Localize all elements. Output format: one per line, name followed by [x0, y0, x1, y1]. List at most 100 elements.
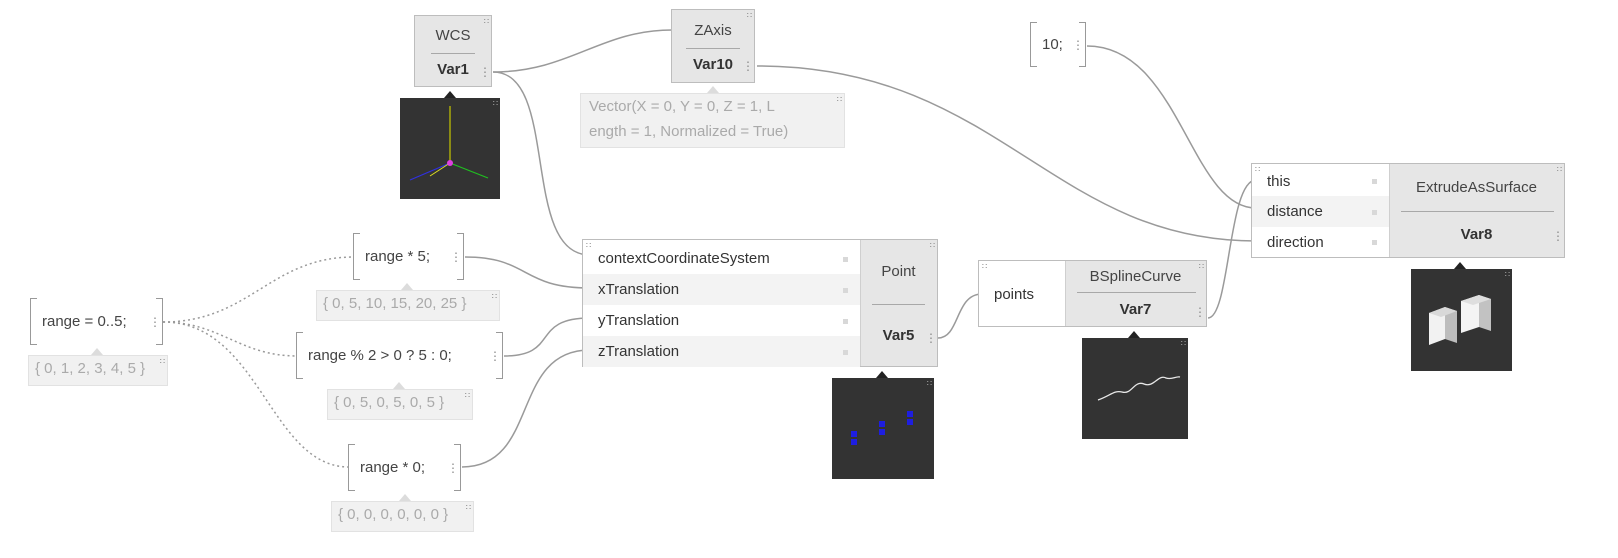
- code-text[interactable]: range * 5;: [365, 248, 431, 265]
- menu-corner-icon[interactable]: ∷: [465, 503, 471, 512]
- node-variable: Var8: [1460, 226, 1493, 243]
- point-node[interactable]: ∷ contextCoordinateSystem xTranslation y…: [582, 239, 938, 367]
- bspline-geometry-viewer[interactable]: ∷: [1082, 338, 1188, 439]
- divider: [686, 48, 740, 49]
- code-block-range-times-five[interactable]: range * 5; ⋮: [353, 233, 464, 280]
- dot-icon: [1372, 240, 1377, 245]
- menu-corner-icon[interactable]: ∷: [982, 262, 987, 271]
- dot-icon: [1372, 179, 1377, 184]
- wire-range5-to-xtrans: [464, 256, 591, 289]
- zaxis-node[interactable]: ∷ ZAxis Var10 ⋮: [671, 9, 755, 83]
- node-variable: Var7: [1119, 301, 1152, 318]
- menu-corner-icon[interactable]: ∷: [483, 17, 489, 26]
- code-block-ten[interactable]: 10; ⋮: [1030, 22, 1086, 67]
- output-grip-icon[interactable]: ⋮: [1552, 229, 1564, 243]
- input-port-this[interactable]: this: [1252, 166, 1389, 196]
- wire-wcs-to-context: [492, 71, 591, 256]
- preview-caret-icon: [393, 382, 405, 389]
- wire-range-to-range5: [162, 256, 355, 323]
- node-variable: Var1: [437, 61, 469, 78]
- input-port-points[interactable]: points: [994, 286, 1035, 303]
- code-text[interactable]: range % 2 > 0 ? 5 : 0;: [308, 347, 452, 364]
- wcs-geometry-viewer[interactable]: ∷: [400, 98, 500, 199]
- preview-caret-icon: [1454, 262, 1466, 269]
- menu-corner-icon[interactable]: ∷: [1180, 339, 1186, 348]
- output-grip-icon[interactable]: ⋮: [742, 59, 754, 73]
- code-block-range-times-zero[interactable]: range * 0; ⋮: [348, 444, 461, 491]
- wire-range0-to-ztrans: [461, 349, 591, 468]
- wire-zaxis-to-direction: [756, 65, 1257, 242]
- spline-curve-icon: [1097, 376, 1181, 401]
- preview-caret-icon: [876, 371, 888, 378]
- point-markers-icon: [851, 411, 913, 445]
- divider: [431, 53, 475, 54]
- dot-icon: [843, 287, 848, 293]
- range-times-zero-preview: { 0, 0, 0, 0, 0, 0 } ∷: [331, 501, 474, 532]
- menu-corner-icon[interactable]: ∷: [1255, 165, 1260, 174]
- preview-caret-icon: [91, 348, 103, 355]
- input-port-ytranslation[interactable]: yTranslation: [583, 305, 860, 336]
- preview-caret-icon: [401, 283, 413, 290]
- menu-corner-icon[interactable]: ∷: [491, 292, 497, 301]
- dot-icon: [1372, 209, 1377, 215]
- wire-bspline-to-this: [1207, 179, 1257, 319]
- output-grip-icon[interactable]: ⋮: [447, 461, 459, 475]
- menu-corner-icon[interactable]: ∷: [1556, 165, 1562, 174]
- output-grip-icon[interactable]: ⋮: [925, 331, 937, 345]
- menu-corner-icon[interactable]: ∷: [159, 357, 165, 366]
- extrude-node[interactable]: ∷ this distance direction ∷ ExtrudeAsSur…: [1251, 163, 1565, 258]
- node-title: ZAxis: [694, 22, 732, 39]
- preview-caret-icon: [444, 91, 456, 98]
- dot-icon: [843, 349, 848, 355]
- code-text[interactable]: range * 0;: [360, 459, 426, 476]
- menu-corner-icon[interactable]: ∷: [929, 241, 935, 250]
- extrude-input-ports: ∷ this distance direction: [1252, 164, 1390, 257]
- divider: [1401, 211, 1554, 212]
- menu-corner-icon[interactable]: ∷: [492, 99, 498, 108]
- node-variable: Var5: [882, 327, 915, 344]
- node-title: ExtrudeAsSurface: [1416, 179, 1537, 196]
- dot-icon: [843, 318, 848, 324]
- extrude-geometry-viewer[interactable]: ∷: [1411, 269, 1512, 371]
- menu-corner-icon[interactable]: ∷: [836, 95, 842, 104]
- output-grip-icon[interactable]: ⋮: [1072, 38, 1084, 52]
- input-port-distance[interactable]: distance: [1252, 196, 1389, 227]
- menu-corner-icon[interactable]: ∷: [746, 11, 752, 20]
- menu-corner-icon[interactable]: ∷: [1198, 262, 1204, 271]
- point-geometry-viewer[interactable]: ∷: [832, 378, 934, 479]
- input-port-direction[interactable]: direction: [1252, 227, 1389, 257]
- input-port-context[interactable]: contextCoordinateSystem: [583, 243, 860, 274]
- menu-corner-icon[interactable]: ∷: [926, 379, 932, 388]
- code-text[interactable]: range = 0..5;: [42, 313, 127, 330]
- extruded-surface-icon: [1429, 295, 1491, 345]
- range-value-preview: { 0, 1, 2, 3, 4, 5 } ∷: [28, 355, 168, 386]
- input-port-ztranslation[interactable]: zTranslation: [583, 336, 860, 367]
- menu-corner-icon[interactable]: ∷: [1504, 270, 1510, 279]
- node-title: WCS: [435, 27, 471, 44]
- divider: [1077, 292, 1196, 293]
- preview-caret-icon: [707, 86, 719, 93]
- output-grip-icon[interactable]: ⋮: [149, 315, 161, 329]
- coordinate-axes-icon: [409, 106, 489, 181]
- input-port-xtranslation[interactable]: xTranslation: [583, 274, 860, 305]
- node-title: Point: [881, 263, 916, 280]
- wire-point-to-bspline: [937, 293, 983, 339]
- code-block-range[interactable]: range = 0..5; ⋮: [30, 298, 163, 345]
- code-text[interactable]: 10;: [1042, 36, 1063, 53]
- code-block-range-mod[interactable]: range % 2 > 0 ? 5 : 0; ⋮: [296, 332, 503, 379]
- output-grip-icon[interactable]: ⋮: [1194, 305, 1206, 319]
- wcs-node[interactable]: ∷ WCS Var1 ⋮: [414, 15, 492, 87]
- output-grip-icon[interactable]: ⋮: [489, 349, 501, 363]
- node-variable: Var10: [692, 56, 734, 73]
- dot-icon: [843, 256, 848, 262]
- output-grip-icon[interactable]: ⋮: [450, 250, 462, 264]
- menu-corner-icon[interactable]: ∷: [464, 391, 470, 400]
- node-title: BSplineCurve: [1089, 268, 1182, 285]
- output-grip-icon[interactable]: ⋮: [479, 65, 491, 79]
- bspline-node[interactable]: ∷ points ∷ BSplineCurve Var7 ⋮: [978, 260, 1207, 327]
- zaxis-value-preview: ∷ Vector(X = 0, Y = 0, Z = 1, L ength = …: [580, 93, 845, 148]
- wire-ten-to-distance: [1086, 45, 1257, 209]
- point-input-ports: ∷ contextCoordinateSystem xTranslation y…: [583, 240, 861, 367]
- menu-corner-icon[interactable]: ∷: [586, 241, 591, 250]
